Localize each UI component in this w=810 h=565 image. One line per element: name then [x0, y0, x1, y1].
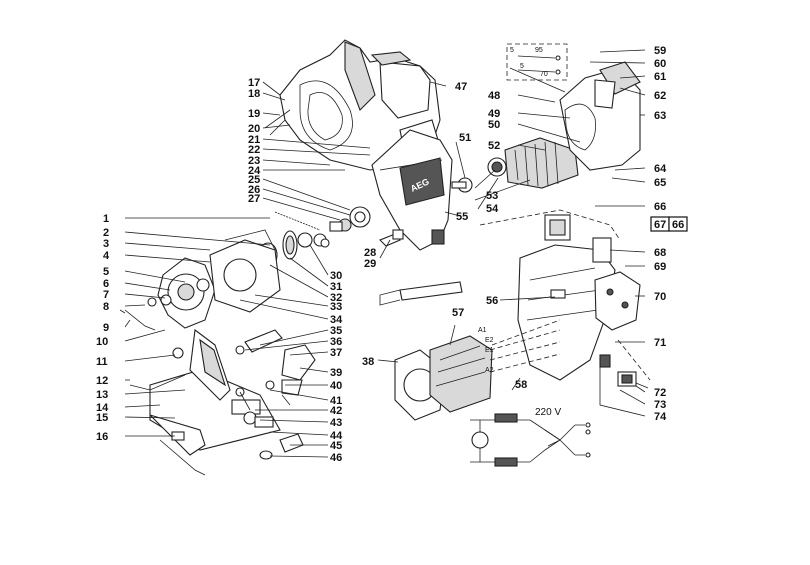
label-40: 40 — [330, 380, 342, 392]
wiring-inset: 5 95 5 70 — [506, 43, 568, 81]
label-2: 2 — [103, 227, 109, 239]
label-51: 51 — [459, 132, 471, 144]
label-23: 23 — [248, 155, 260, 167]
label-25: 25 — [248, 174, 260, 186]
label-6: 6 — [103, 278, 109, 290]
leader-lines — [124, 49, 646, 458]
blade-guard-assembly: AEG — [371, 129, 461, 251]
label-1: 1 — [103, 213, 109, 225]
label-57: 57 — [452, 307, 464, 319]
label-63: 63 — [654, 110, 666, 122]
label-11: 11 — [96, 356, 108, 368]
label-22: 22 — [248, 144, 260, 156]
label-71: 71 — [654, 337, 666, 349]
depth-adjust-parts — [235, 329, 316, 460]
label-74: 74 — [654, 411, 667, 423]
label-20: 20 — [248, 123, 260, 135]
label-53: 53 — [486, 190, 498, 202]
label-54: 54 — [486, 203, 499, 215]
label-26: 26 — [248, 184, 260, 196]
motor-body-assembly — [379, 209, 641, 381]
label-8: 8 — [103, 301, 109, 313]
label-14: 14 — [96, 402, 109, 414]
label-17: 17 — [248, 77, 260, 89]
label-55: 55 — [456, 211, 468, 223]
label-18: 18 — [248, 88, 260, 100]
label-56: 56 — [486, 295, 498, 307]
stator-assembly — [394, 319, 561, 421]
inset-label-a: 5 — [510, 47, 514, 54]
label-61: 61 — [654, 71, 666, 83]
label-66-boxed: 66 — [672, 219, 684, 231]
label-66: 66 — [654, 201, 666, 213]
label-3: 3 — [103, 238, 109, 250]
label-49: 49 — [488, 108, 500, 120]
label-69: 69 — [654, 261, 666, 273]
gear-parts — [258, 206, 404, 268]
label-36: 36 — [330, 336, 342, 348]
label-33: 33 — [330, 301, 342, 313]
wiring-schematic: 220 V — [470, 407, 591, 467]
brush-parts — [599, 339, 651, 389]
label-72: 72 — [654, 387, 666, 399]
label-29: 29 — [364, 258, 376, 270]
label-28: 28 — [364, 247, 376, 259]
label-7: 7 — [103, 289, 109, 301]
label-38: 38 — [362, 356, 374, 368]
label-41: 41 — [330, 395, 342, 407]
base-plate-assembly — [129, 328, 281, 476]
label-27: 27 — [248, 193, 260, 205]
terminal-a1: A1 — [478, 327, 487, 334]
label-12: 12 — [96, 375, 108, 387]
label-45: 45 — [330, 440, 342, 452]
label-24: 24 — [248, 165, 261, 177]
label-47: 47 — [455, 81, 467, 93]
terminal-a2: A2 — [485, 367, 494, 374]
label-70: 70 — [654, 291, 666, 303]
label-46: 46 — [330, 452, 342, 464]
label-13: 13 — [96, 389, 108, 401]
label-62: 62 — [654, 90, 666, 102]
label-58: 58 — [515, 379, 527, 391]
inset-label-d: 70 — [540, 71, 548, 78]
label-68: 68 — [654, 247, 666, 259]
label-4: 4 — [103, 250, 110, 262]
label-9: 9 — [103, 322, 109, 334]
voltage-label: 220 V — [535, 407, 561, 418]
label-44: 44 — [330, 430, 343, 442]
label-16: 16 — [96, 431, 108, 443]
label-42: 42 — [330, 405, 342, 417]
label-35: 35 — [330, 325, 342, 337]
label-19: 19 — [248, 108, 260, 120]
part-labels: 1 2 3 4 5 6 7 8 9 10 11 12 13 14 15 16 1… — [96, 45, 688, 464]
label-50: 50 — [488, 119, 500, 131]
label-65: 65 — [654, 177, 666, 189]
label-60: 60 — [654, 58, 666, 70]
label-15: 15 — [96, 412, 108, 424]
terminal-e1: E1 — [485, 347, 494, 354]
label-32: 32 — [330, 292, 342, 304]
label-39: 39 — [330, 367, 342, 379]
terminal-e2: E2 — [485, 337, 494, 344]
label-67: 67 — [654, 219, 666, 231]
label-37: 37 — [330, 347, 342, 359]
label-43: 43 — [330, 417, 342, 429]
label-30: 30 — [330, 270, 342, 282]
label-10: 10 — [96, 336, 108, 348]
label-48: 48 — [488, 90, 500, 102]
label-73: 73 — [654, 399, 666, 411]
label-31: 31 — [330, 281, 342, 293]
label-64: 64 — [654, 163, 667, 175]
blade-and-flange-parts — [119, 229, 281, 331]
inset-label-c: 5 — [520, 63, 524, 70]
label-21: 21 — [248, 134, 260, 146]
label-5: 5 — [103, 266, 109, 278]
inset-label-b: 95 — [535, 47, 543, 54]
label-59: 59 — [654, 45, 666, 57]
label-34: 34 — [330, 314, 343, 326]
label-52: 52 — [488, 140, 500, 152]
